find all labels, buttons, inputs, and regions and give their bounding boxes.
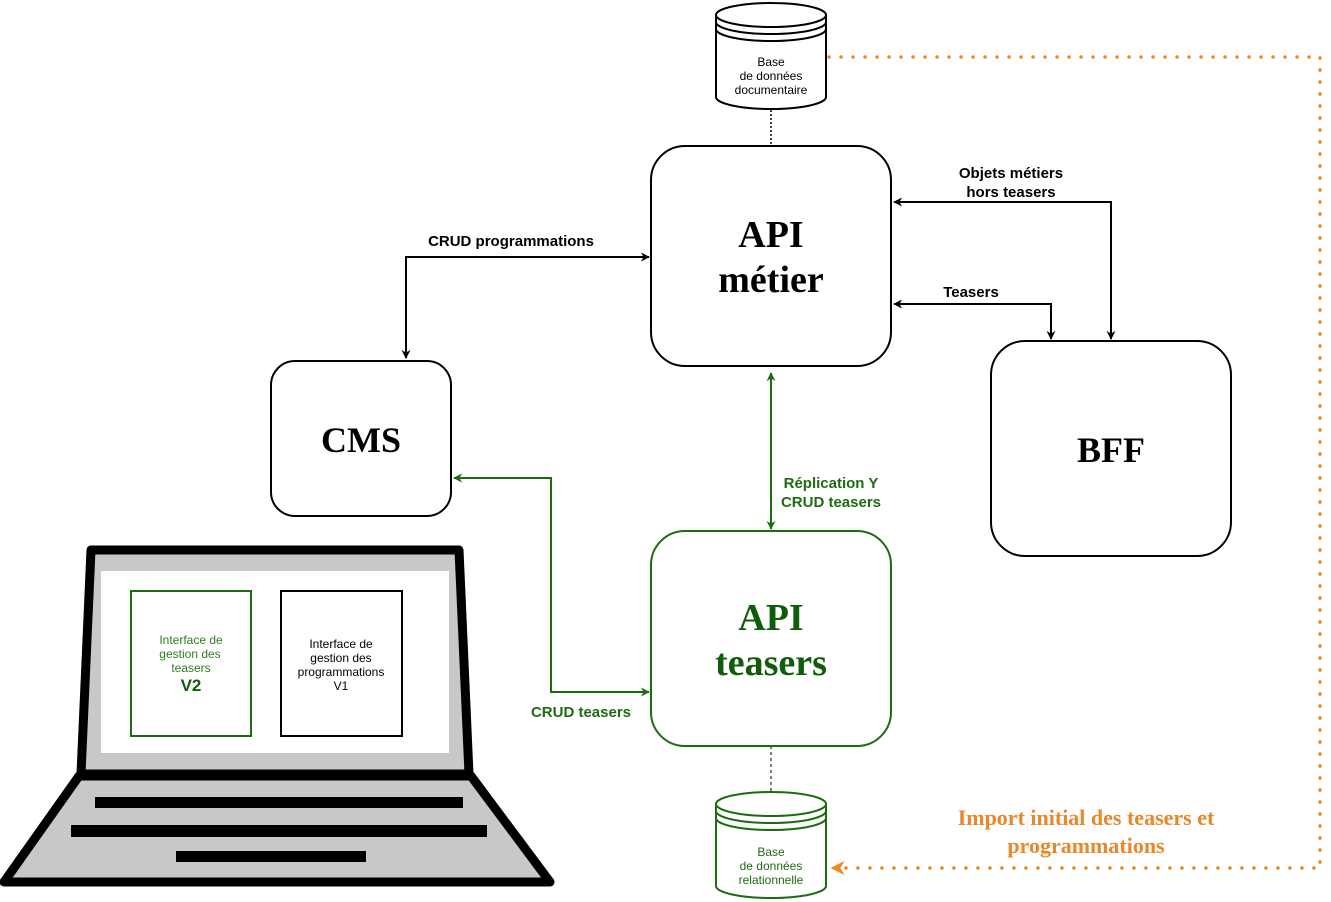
edge-objets-metiers: [893, 197, 1116, 340]
db-doc-label-1: Base: [757, 55, 785, 69]
api-teasers-title-1: API: [738, 597, 803, 639]
db-doc-label-3: documentaire: [735, 83, 808, 97]
label-replication-2: CRUD teasers: [781, 494, 881, 511]
edge-teasers: [893, 299, 1056, 340]
db-relationnelle[interactable]: Base de données relationnelle: [715, 791, 827, 899]
db-rel-label-2: de données: [740, 859, 803, 873]
edge-crud-teasers: [453, 473, 650, 697]
panel-v2-line-3: teasers: [171, 661, 210, 675]
db-rel-label-3: relationnelle: [739, 873, 804, 887]
laptop-keyboard-row-1: [95, 797, 463, 808]
panel-v2-line-2: gestion des: [159, 647, 220, 661]
db-doc-label-2: de données: [740, 69, 803, 83]
db-rel-label-1: Base: [757, 845, 785, 859]
db-documentaire[interactable]: Base de données documentaire: [715, 2, 827, 110]
edge-crud-programmations: [401, 252, 650, 359]
label-teasers: Teasers: [943, 284, 999, 301]
api-metier-node[interactable]: API métier: [650, 145, 892, 367]
api-metier-title-2: métier: [718, 259, 824, 301]
label-objets-metiers-2: hors teasers: [966, 184, 1055, 201]
api-teasers-node[interactable]: API teasers: [650, 530, 892, 747]
laptop-keyboard-row-2: [71, 825, 487, 837]
panel-v1-version: V1: [334, 679, 349, 693]
label-import-initial-1: Import initial des teasers et: [958, 805, 1215, 830]
label-crud-programmations: CRUD programmations: [428, 233, 594, 250]
laptop-trackpad: [176, 851, 366, 862]
panel-v1-line-1: Interface de: [309, 637, 373, 651]
bff-title: BFF: [1077, 430, 1145, 470]
cms-node[interactable]: CMS: [270, 360, 452, 517]
panel-programmations-v1[interactable]: Interface de gestion des programmations …: [280, 590, 403, 737]
panel-teasers-v2[interactable]: Interface de gestion des teasers V2: [130, 590, 252, 737]
cms-title: CMS: [321, 420, 401, 460]
label-crud-teasers: CRUD teasers: [531, 704, 631, 721]
laptop-illustration: [0, 545, 555, 887]
bff-node[interactable]: BFF: [990, 340, 1232, 557]
panel-v1-line-3: programmations: [298, 665, 385, 679]
api-metier-title-1: API: [738, 214, 803, 256]
label-import-initial-2: programmations: [1007, 833, 1165, 858]
label-objets-metiers-1: Objets métiers: [959, 165, 1063, 182]
api-teasers-title-2: teasers: [715, 642, 827, 684]
label-replication-1: Réplication Y: [784, 475, 879, 492]
panel-v1-line-2: gestion des: [310, 651, 371, 665]
panel-v2-line-1: Interface de: [159, 633, 223, 647]
panel-v2-version: V2: [181, 676, 202, 695]
